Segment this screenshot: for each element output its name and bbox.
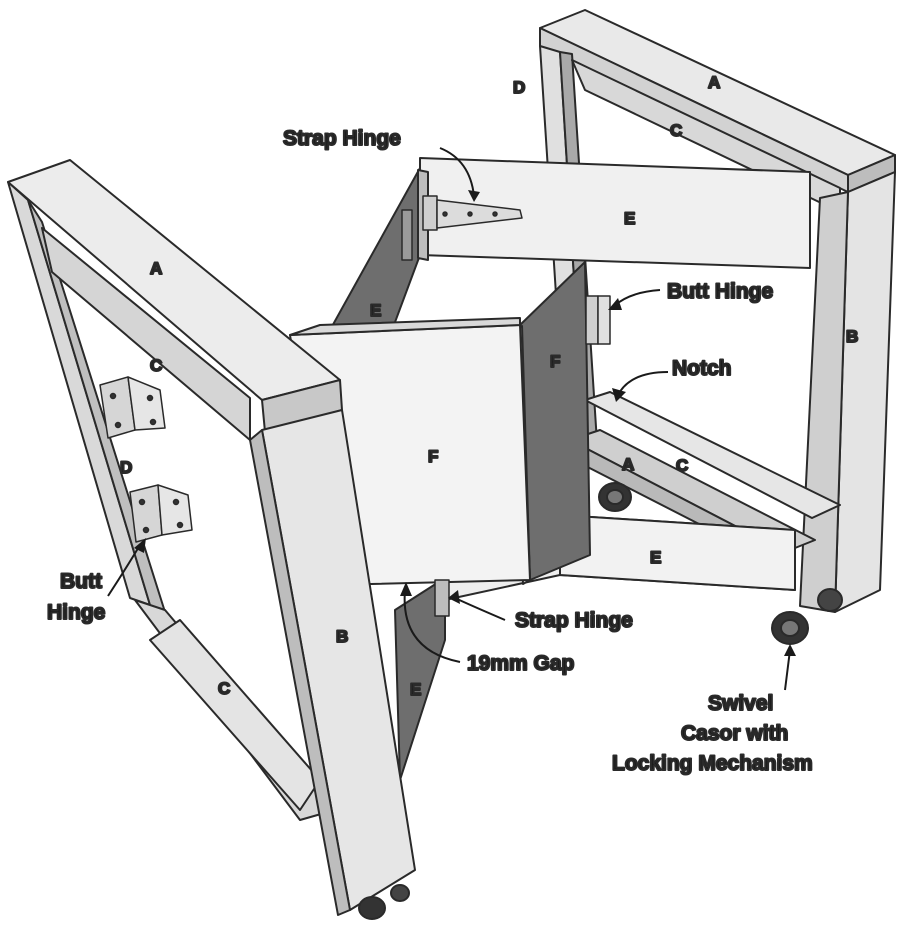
gap-label: 19mm Gap (467, 652, 574, 675)
notch-label: Notch (672, 357, 732, 380)
part-label-d-back: D (513, 78, 525, 97)
butt-hinge-left-lower-icon (129, 484, 193, 543)
strap-hinge-top-label: Strap Hinge (283, 127, 401, 150)
part-label-e-bottom: E (410, 680, 421, 699)
part-label-a-front: A (150, 259, 162, 278)
callout-labels: Strap Hinge Butt Hinge Notch Butt Hinge … (46, 126, 814, 776)
part-label-e-top: E (624, 209, 635, 228)
butt-hinge-right-label: Butt Hinge (667, 280, 773, 303)
strap-hinge-bottom-arrow (454, 597, 506, 621)
part-label-e-dark: E (370, 301, 381, 320)
strap-hinge-top-arrow (439, 147, 475, 197)
part-label-a-lower: A (622, 455, 634, 474)
caster-arrow (784, 649, 791, 691)
strap-hinge-leaf-icon (401, 209, 413, 261)
hinges (99, 195, 611, 617)
part-label-b-right: B (846, 327, 858, 346)
part-labels: A C D E B A E F C F D A C E B C E (119, 72, 859, 700)
part-label-d-front: D (120, 458, 132, 477)
part-label-c-front: C (150, 356, 162, 375)
butt-hinge-left-upper-icon (99, 376, 166, 439)
butt-hinge-left-label-line2: Hinge (47, 601, 105, 624)
gap-arrow (403, 589, 461, 663)
part-label-f-center: F (428, 447, 438, 466)
strap-hinge-bottom-label: Strap Hinge (515, 609, 633, 632)
leader-lines (107, 147, 796, 691)
front-left-frame (7, 159, 416, 920)
part-label-c-back: C (670, 121, 682, 140)
notch-arrow (617, 371, 669, 396)
part-label-a-back: A (708, 73, 720, 92)
part-label-e-lower: E (650, 548, 661, 567)
butt-hinge-left-label-line1: Butt (60, 570, 102, 593)
caster-label-line2: Casor with (681, 722, 788, 745)
part-label-b-front: B (336, 627, 348, 646)
strap-hinge-bottom-icon (434, 579, 450, 617)
caster-label-line3: Locking Mechanism (612, 752, 813, 775)
part-label-c-lower: C (676, 456, 688, 475)
caster-label-line1: Swivel (708, 692, 773, 715)
part-label-c-bottom: C (218, 679, 230, 698)
strap-hinge-top-icon (422, 195, 523, 231)
part-label-f-right: F (550, 352, 560, 371)
butt-hinge-right-arrow (613, 289, 661, 307)
butt-hinge-right-icon (585, 295, 611, 345)
